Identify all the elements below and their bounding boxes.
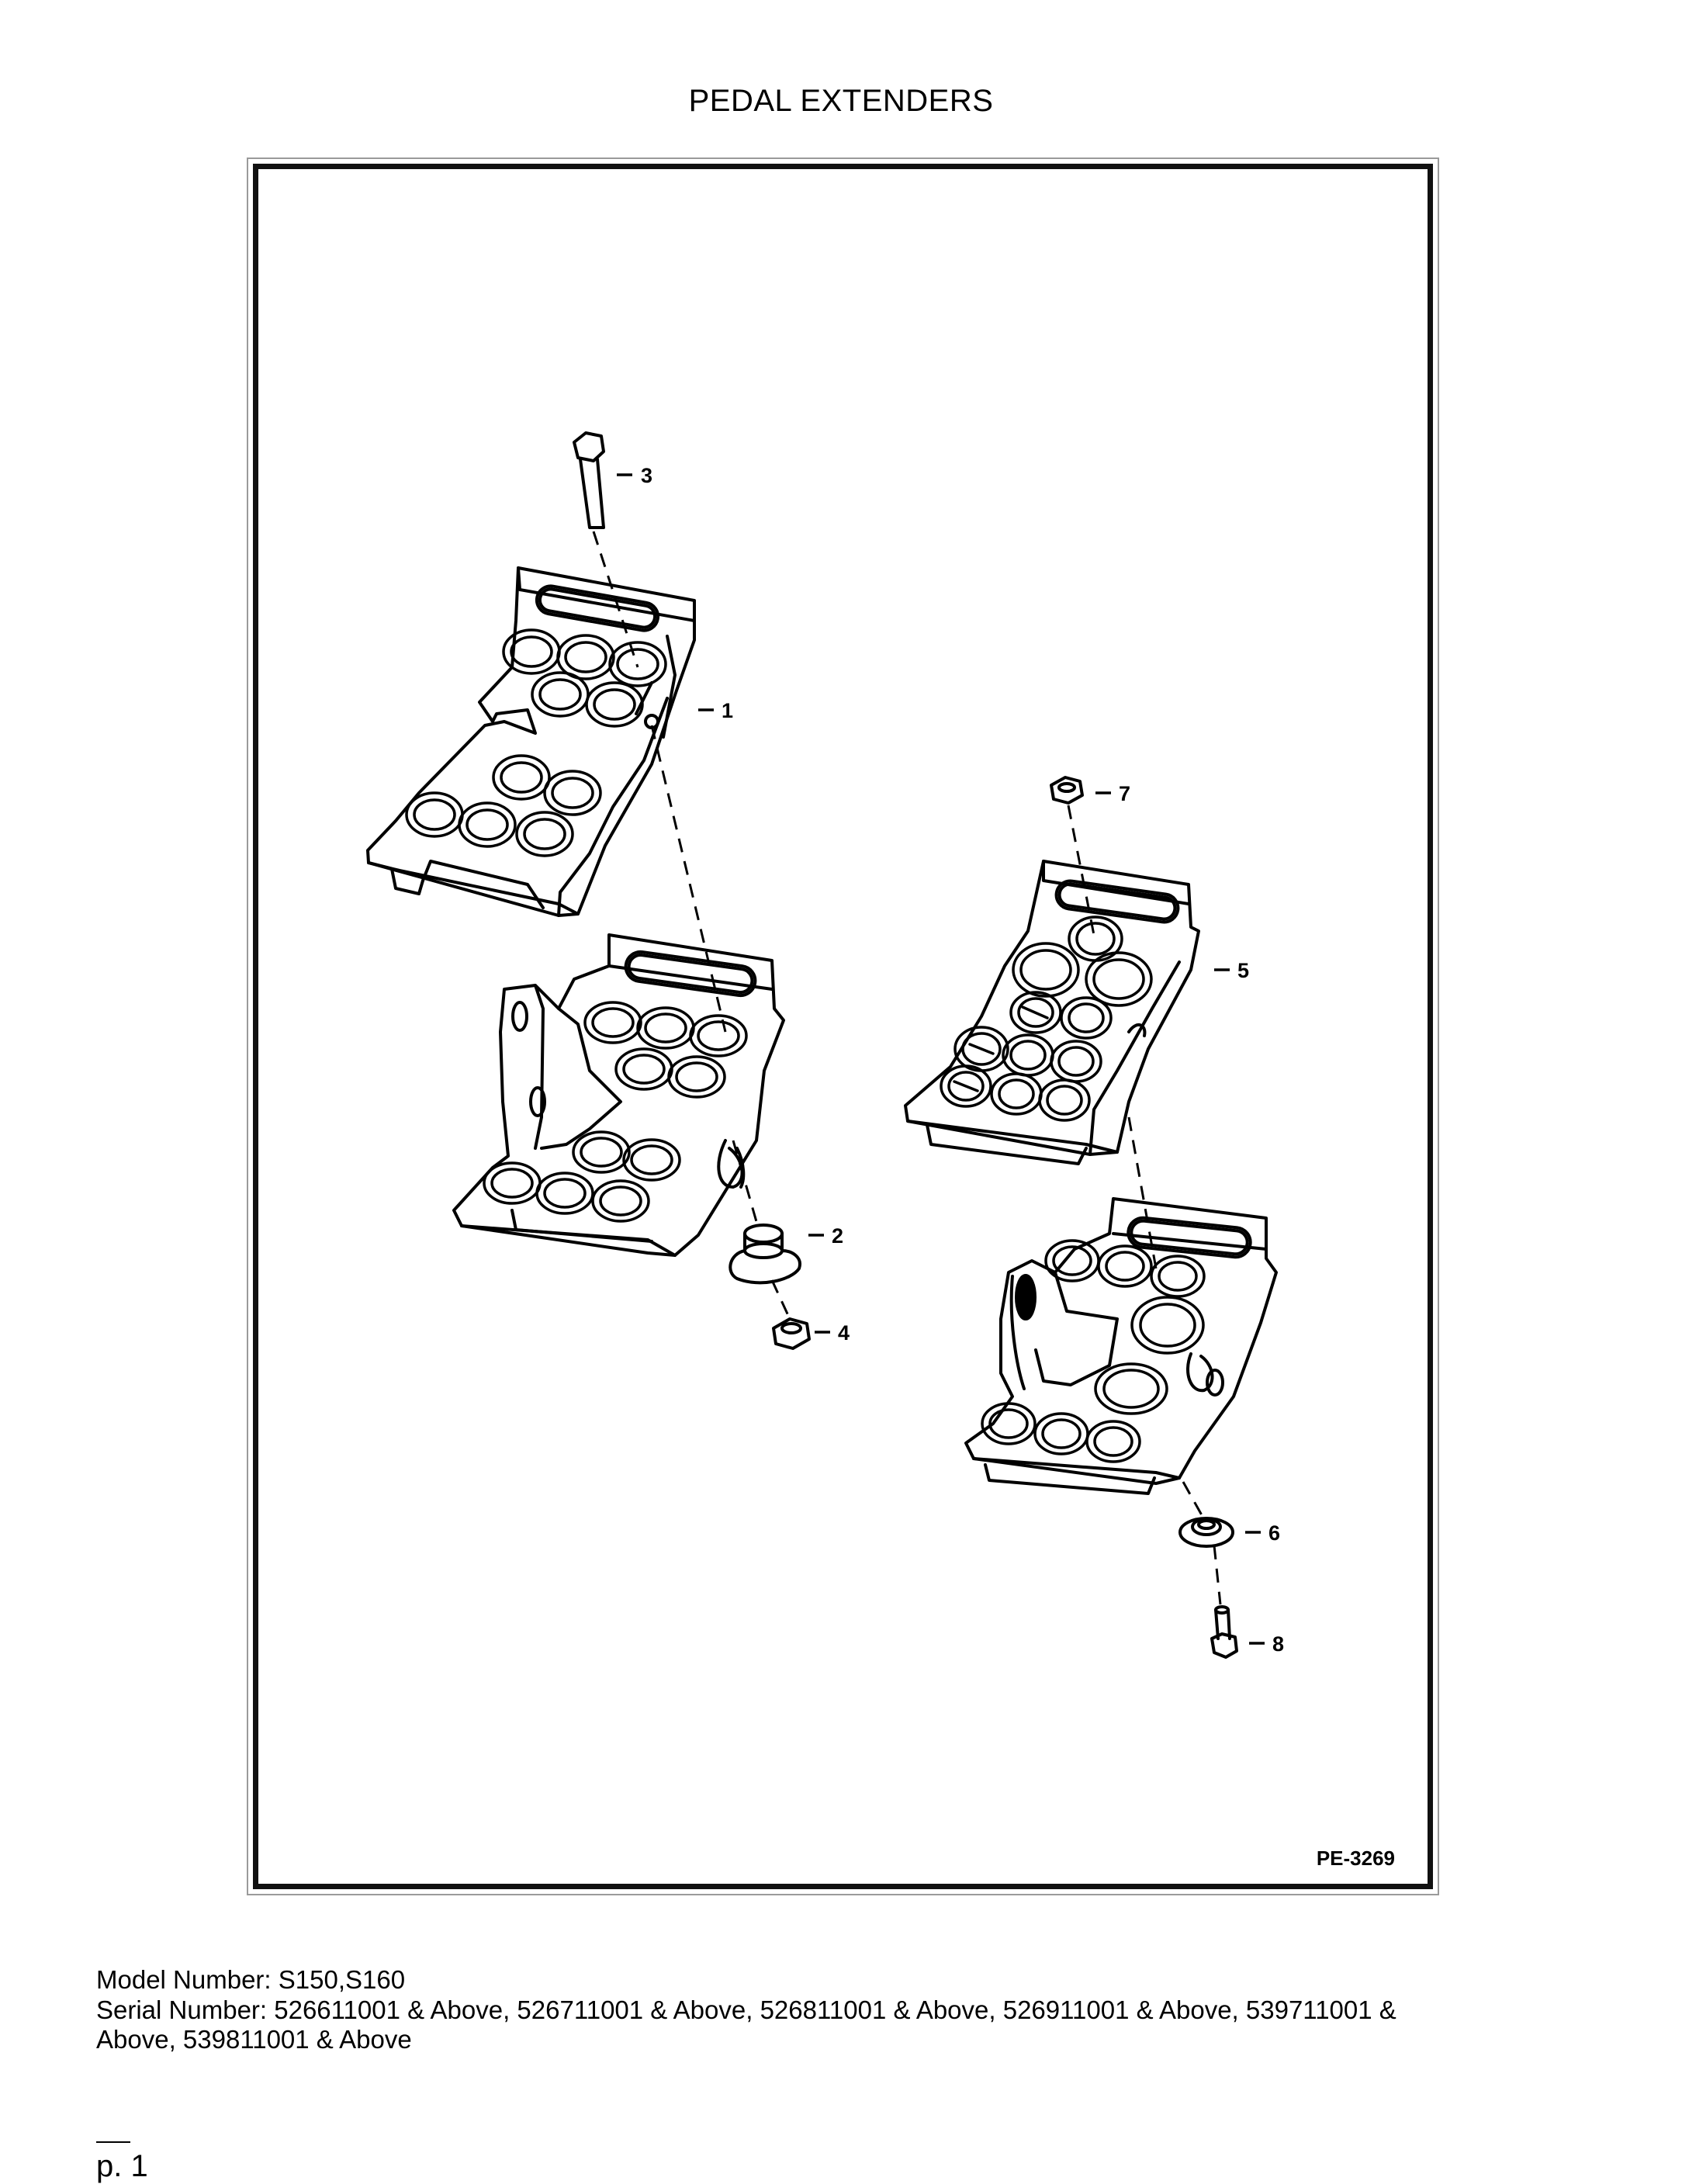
callout-5: 5 <box>1237 959 1249 982</box>
serial-number-line-2: Above, 539811001 & Above <box>96 2025 412 2054</box>
callout-1: 1 <box>722 699 733 722</box>
washer-part-6 <box>1178 1517 1234 1548</box>
callout-4: 4 <box>838 1321 850 1345</box>
page-title: PEDAL EXTENDERS <box>688 84 994 118</box>
pedal-extender-part-5 <box>904 860 1200 1165</box>
diagram-frame <box>253 164 1433 1889</box>
pedal-base-right-pads <box>981 1239 1206 1463</box>
callout-8: 8 <box>1272 1632 1284 1656</box>
pedal-base-right <box>964 1197 1278 1495</box>
callout-7: 7 <box>1119 782 1130 805</box>
bushing-part-2 <box>729 1224 801 1285</box>
pedal-1-pads <box>405 628 667 857</box>
figure-code: PE-3269 <box>1316 1847 1395 1870</box>
pedal-base-left-pads <box>483 1001 748 1223</box>
callout-3: 3 <box>641 464 652 487</box>
page-number-rule <box>96 2141 130 2143</box>
page-number: p. 1 <box>96 2149 148 2183</box>
pedal-extender-part-1 <box>366 566 696 917</box>
model-serial-info: Model Number: S150,S160 Serial Number: 5… <box>96 1965 1601 2055</box>
callout-leaders <box>617 473 1265 1645</box>
diagram-frame-outer <box>247 157 1439 1895</box>
assembly-lines <box>592 531 1222 1605</box>
callout-6: 6 <box>1268 1521 1280 1545</box>
pedal-5-pads <box>940 915 1153 1122</box>
nut-part-7 <box>1050 776 1084 805</box>
bolt-part-3 <box>573 431 605 529</box>
callout-2: 2 <box>832 1224 843 1248</box>
model-number-line: Model Number: S150,S160 <box>96 1965 406 1994</box>
nut-part-4 <box>772 1317 811 1350</box>
serial-number-line-1: Serial Number: 526611001 & Above, 526711… <box>96 1995 1396 2024</box>
bolt-part-8 <box>1210 1605 1238 1659</box>
pedal-base-left <box>452 933 785 1257</box>
